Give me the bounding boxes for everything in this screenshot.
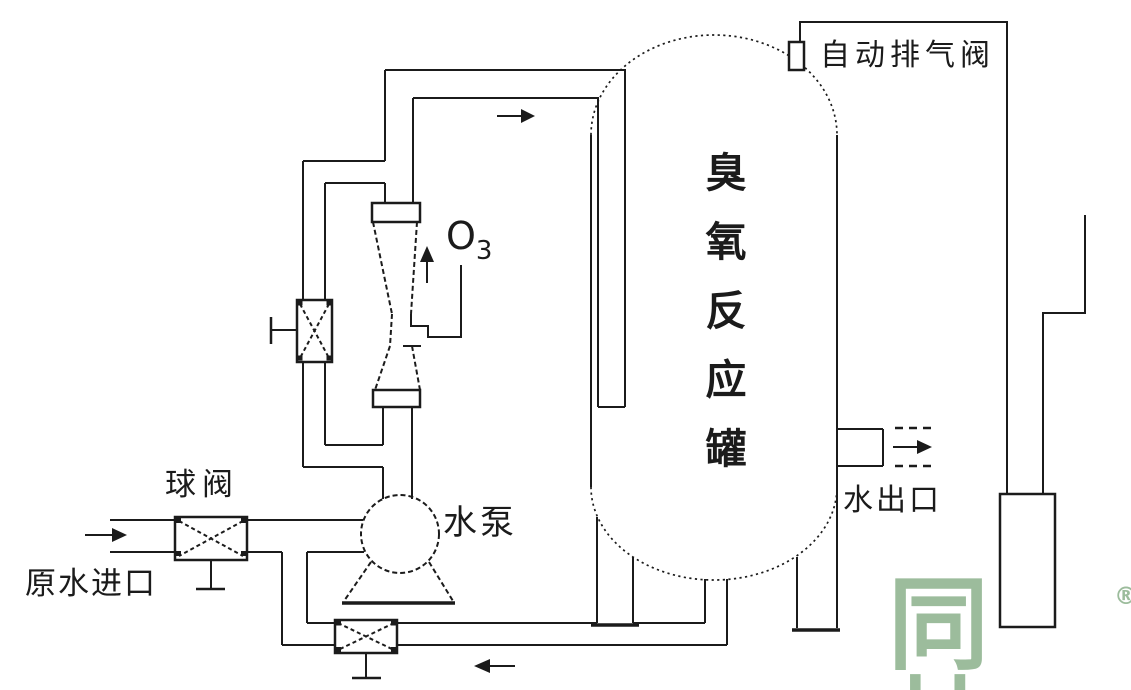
ball-valve-handle [196, 560, 225, 591]
pump-body [360, 494, 440, 574]
registered-trademark-icon: ® [1114, 582, 1131, 610]
bypass-valve-handle [269, 317, 297, 344]
ball-valve [173, 515, 249, 591]
flow-arrow-outlet-icon [893, 440, 932, 454]
venturi-bottom-flange [371, 388, 422, 409]
ozone-subscript: 3 [475, 236, 493, 266]
label-water-pump: 水泵 [443, 503, 517, 543]
tank-left-leg [591, 517, 639, 627]
drain-valve-handle [352, 653, 381, 680]
label-ball-valve: 球阀 [165, 467, 239, 503]
tank-dome-outline [590, 34, 838, 136]
water-pump [342, 494, 455, 605]
bottom-recirculation-pipe [281, 552, 727, 673]
venturi-top-flange [370, 201, 422, 224]
ozone-suction-port [403, 265, 462, 347]
water-outlet-nozzle [838, 426, 932, 468]
label-reaction-tank: 臭氧反应罐 [698, 151, 746, 496]
label-ozone: O3 [446, 217, 492, 264]
label-auto-exhaust-valve: 自动排气阀 [820, 38, 995, 73]
flow-arrow-up-icon [420, 246, 434, 283]
vent-device [998, 492, 1057, 629]
raw-water-inlet-pipe [85, 519, 364, 553]
bypass-valve [269, 298, 334, 364]
bypass-line [302, 160, 385, 468]
venturi-to-tank-pipe [384, 69, 626, 407]
auto-exhaust-valve [787, 40, 806, 72]
flow-arrow-inlet-icon [85, 528, 127, 542]
ozone-symbol: O [446, 214, 476, 258]
tank-bottom-riser [704, 579, 728, 645]
flow-arrow-right-icon [497, 109, 535, 123]
label-water-outlet: 水出口 [843, 483, 942, 518]
flow-arrow-left-icon [474, 659, 515, 673]
exhaust-vent-line [799, 21, 1086, 494]
tonglin-logo: 同林 [888, 566, 1012, 690]
ozone-reaction-tank [590, 34, 840, 645]
venturi-injector [370, 201, 462, 499]
label-raw-water-inlet: 原水进口 [25, 566, 157, 602]
drain-valve [333, 618, 399, 680]
tank-right-leg [792, 557, 840, 632]
tank-bottom-outline [590, 486, 838, 581]
